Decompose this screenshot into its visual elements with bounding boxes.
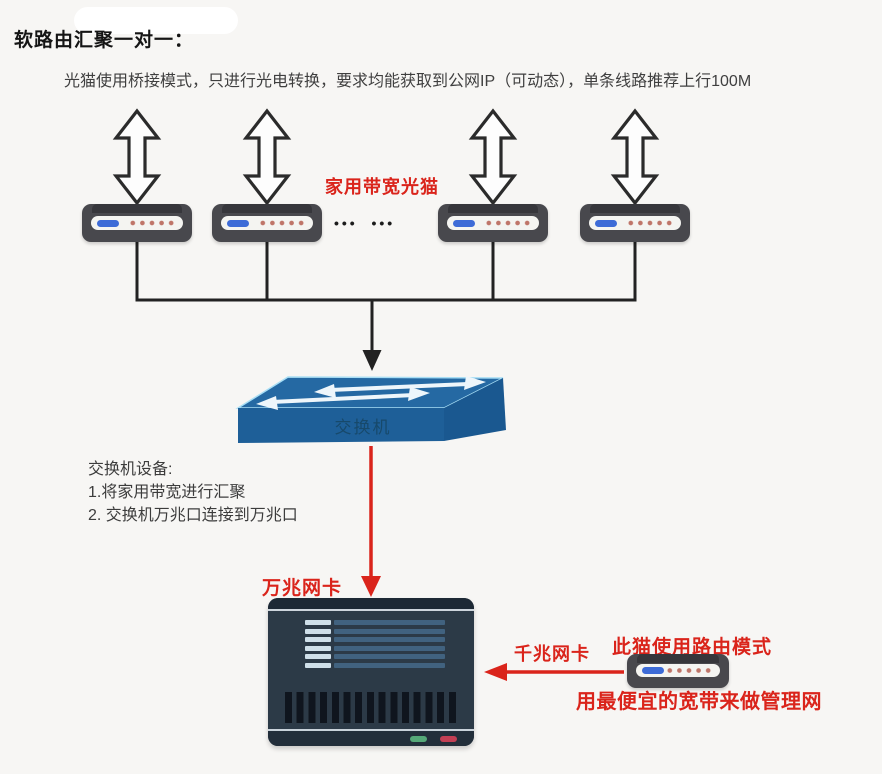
modem-icon bbox=[212, 204, 322, 242]
switch-icon bbox=[235, 376, 506, 443]
red-downlink-arrow bbox=[361, 446, 381, 597]
server-bay-row bbox=[305, 662, 445, 668]
modem-lid bbox=[222, 204, 312, 213]
modem-status-bar bbox=[642, 667, 664, 674]
down-arrowhead-icon bbox=[362, 350, 382, 371]
more-modems-ellipsis: ••• ••• bbox=[334, 215, 396, 231]
server-drive-bays bbox=[305, 620, 445, 672]
server-top-band bbox=[268, 598, 474, 611]
subtitle-note: 光猫使用桥接模式，只进行光电转换，要求均能获取到公网IP（可动态），单条线路推荐… bbox=[64, 73, 752, 90]
server-bay-row bbox=[305, 620, 445, 625]
switch-note-line: 1.将家用带宽进行汇聚 bbox=[88, 484, 246, 501]
server-bay-row bbox=[305, 645, 445, 651]
modem-status-bar bbox=[97, 219, 119, 227]
modem-led-dots bbox=[626, 216, 674, 230]
title-highlight bbox=[74, 7, 238, 34]
switch-label: 交换机 bbox=[334, 418, 392, 437]
server-bay-row bbox=[305, 628, 445, 634]
modem-lid bbox=[590, 204, 680, 213]
modem-front-panel bbox=[221, 216, 313, 230]
switch-arrows-icon bbox=[256, 376, 486, 410]
modem-group-label: 家用带宽光猫 bbox=[325, 177, 439, 197]
page-title: 软路由汇聚一对一： bbox=[14, 30, 195, 51]
server-bottom-band bbox=[268, 729, 474, 746]
modem-lid bbox=[637, 654, 719, 663]
modem-icon bbox=[438, 204, 548, 242]
switch-note-title: 交换机设备: bbox=[88, 461, 173, 478]
management-modem-label: 此猫使用路由模式 bbox=[612, 637, 773, 658]
modem-led-dots bbox=[258, 216, 306, 230]
modem-lid bbox=[448, 204, 538, 213]
server-icon bbox=[268, 598, 474, 746]
server-vents bbox=[285, 692, 457, 723]
red-led-icon bbox=[440, 735, 457, 742]
updown-arrow-icon bbox=[112, 108, 660, 206]
modem-status-bar bbox=[227, 219, 249, 227]
server-bay-row bbox=[305, 654, 445, 660]
modem-led-dots bbox=[484, 216, 532, 230]
modem-status-bar bbox=[595, 219, 617, 227]
modem-front-panel bbox=[91, 216, 183, 230]
red-management-arrow bbox=[484, 663, 624, 681]
management-modem-icon bbox=[627, 654, 729, 688]
modem-icon bbox=[580, 204, 690, 242]
modem-status-bar bbox=[453, 219, 475, 227]
modem-front-panel bbox=[447, 216, 539, 230]
switch-note-line: 2. 交换机万兆口连接到万兆口 bbox=[88, 507, 298, 524]
modem-led-dots bbox=[665, 664, 713, 677]
modem-lid bbox=[92, 204, 182, 213]
modem-bus-lines bbox=[135, 240, 637, 352]
switch-notes: 交换机设备: 1.将家用带宽进行汇聚 2. 交换机万兆口连接到万兆口 bbox=[88, 458, 298, 527]
management-note: 用最便宜的宽带来做管理网 bbox=[576, 691, 822, 713]
modem-led-dots bbox=[128, 216, 176, 230]
modem-icon bbox=[82, 204, 192, 242]
server-bay-row bbox=[305, 637, 445, 643]
management-nic-label: 千兆网卡 bbox=[514, 644, 590, 664]
green-led-icon bbox=[410, 735, 427, 742]
uplink-nic-label: 万兆网卡 bbox=[262, 578, 343, 599]
modem-front-panel bbox=[636, 664, 720, 677]
modem-front-panel bbox=[589, 216, 681, 230]
